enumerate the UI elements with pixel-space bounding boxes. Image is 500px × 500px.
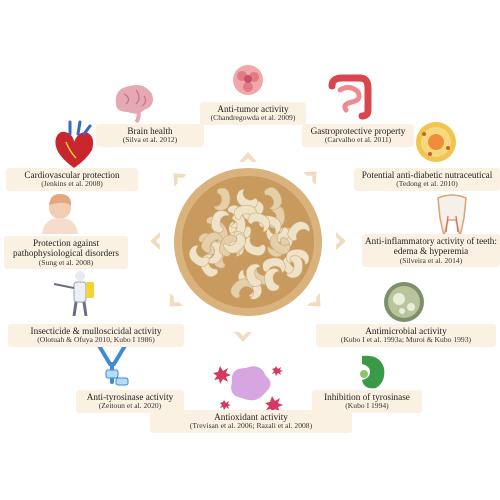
cashew-nut [264, 186, 283, 211]
activity-gastroprotective: Gastroprotective property (Carvalho et a… [302, 124, 414, 147]
activity-anti-diabetic: Potential anti-diabetic nutraceutical (T… [354, 168, 500, 191]
free-radical-icon [213, 366, 283, 414]
arrow-up-left [173, 173, 187, 187]
activity-anti-tumor: Anti-tumor activity (Chandregowda et al.… [200, 102, 306, 125]
activity-citation: (Silva et al. 2012) [122, 135, 178, 145]
activity-citation: (Sung et al. 2008) [38, 257, 94, 267]
cashew-nut [188, 245, 210, 267]
activity-citation: (Kubo I et al. 1993a; Muroi & Kubo 1993) [340, 335, 472, 345]
activity-citation: (Chandregowda et al. 2009) [210, 113, 296, 123]
enzyme-icon [360, 355, 385, 389]
activity-antimicrobial: Antimicrobial activity (Kubo I et al. 19… [316, 324, 496, 347]
tooth-icon [437, 194, 467, 237]
activity-title: Anti-tyrosinase activity [86, 392, 174, 402]
petri-dish-icon [384, 282, 424, 322]
tumor-cell-icon [233, 65, 263, 95]
activity-anti-tyrosinase: Anti-tyrosinase activity (Zeitoun et al.… [76, 390, 184, 413]
arrow-down [234, 332, 252, 342]
activity-title: Antimicrobial activity [365, 326, 447, 336]
cashew-nut [264, 268, 280, 292]
cashew-nut [230, 278, 253, 299]
arrow-left [150, 232, 160, 250]
brain-icon [115, 85, 153, 124]
cashew-bowl-image [174, 168, 322, 316]
cashew-nut [211, 210, 230, 233]
sprayer-person-icon [53, 271, 94, 317]
arrow-right [336, 232, 346, 250]
cashew-nut [287, 221, 310, 242]
cashew-nut [269, 232, 291, 255]
activity-title: Anti-tumor activity [217, 104, 289, 114]
arrow-down-right [307, 293, 321, 307]
activity-brain-health: Brain health (Silva et al. 2012) [96, 124, 204, 147]
cashew-nut [245, 263, 262, 287]
receptor-icon [96, 342, 129, 386]
intestine-icon [328, 74, 372, 120]
activity-citation: (Kubo I 1994) [345, 401, 389, 411]
activity-title: Antioxidant activity [214, 412, 288, 422]
activity-citation: (Trevisan et al. 2006; Razali et al. 200… [189, 421, 313, 431]
activity-title: Protection against pathophysiological di… [13, 238, 119, 259]
activity-citation: (Silveira et al. 2014) [399, 255, 463, 265]
activity-title: Brain health [127, 126, 173, 136]
cashew-nut [285, 255, 303, 279]
cashew-nut [243, 236, 266, 256]
activity-citation: (Zeitoun et al. 2020) [98, 401, 162, 411]
arrow-down-left [169, 293, 183, 307]
activity-title: Cardiovascular protection [24, 170, 120, 180]
pancreatic-islet-icon [416, 122, 456, 162]
activity-tyrosinase-inhibition: Inhibition of tyrosinase (Kubo I 1994) [312, 390, 422, 413]
activity-citation: (Tedong et al. 2010) [396, 179, 458, 189]
activity-title: Gastroprotective property [310, 126, 406, 136]
activity-antioxidant: Antioxidant activity (Trevisan et al. 20… [150, 410, 352, 433]
activity-title: Inhibition of tyrosinase [324, 392, 410, 402]
heart-icon [55, 120, 94, 168]
cashew-nut [223, 233, 246, 254]
arrow-up-right [303, 171, 317, 185]
activity-citation: (Olotuah & Ofuya 2010, Kubo I 1986) [37, 335, 155, 345]
activity-citation: (Carvalho et al. 2011) [324, 135, 392, 145]
arrow-up [239, 152, 257, 162]
activity-cardiovascular: Cardiovascular protection (Jenkins et al… [6, 168, 138, 191]
activity-title: Potential anti-diabetic nutraceutical [361, 170, 493, 180]
activity-title: Anti-inflammatory activity of teeth: ede… [365, 236, 497, 257]
cashew-nut [229, 214, 246, 238]
activity-title: Insecticide & mulloscicidal activity [30, 326, 162, 336]
activity-protection: Protection against pathophysiological di… [4, 236, 128, 270]
activity-anti-inflammatory: Anti-inflammatory activity of teeth: ede… [362, 234, 500, 268]
activity-citation: (Jenkins et al. 2008) [41, 179, 103, 189]
cashew-nut [247, 212, 270, 233]
person-icon [42, 194, 78, 234]
activity-insecticide: Insecticide & mulloscicidal activity (Ol… [8, 324, 184, 347]
cashew-nut [213, 187, 231, 211]
